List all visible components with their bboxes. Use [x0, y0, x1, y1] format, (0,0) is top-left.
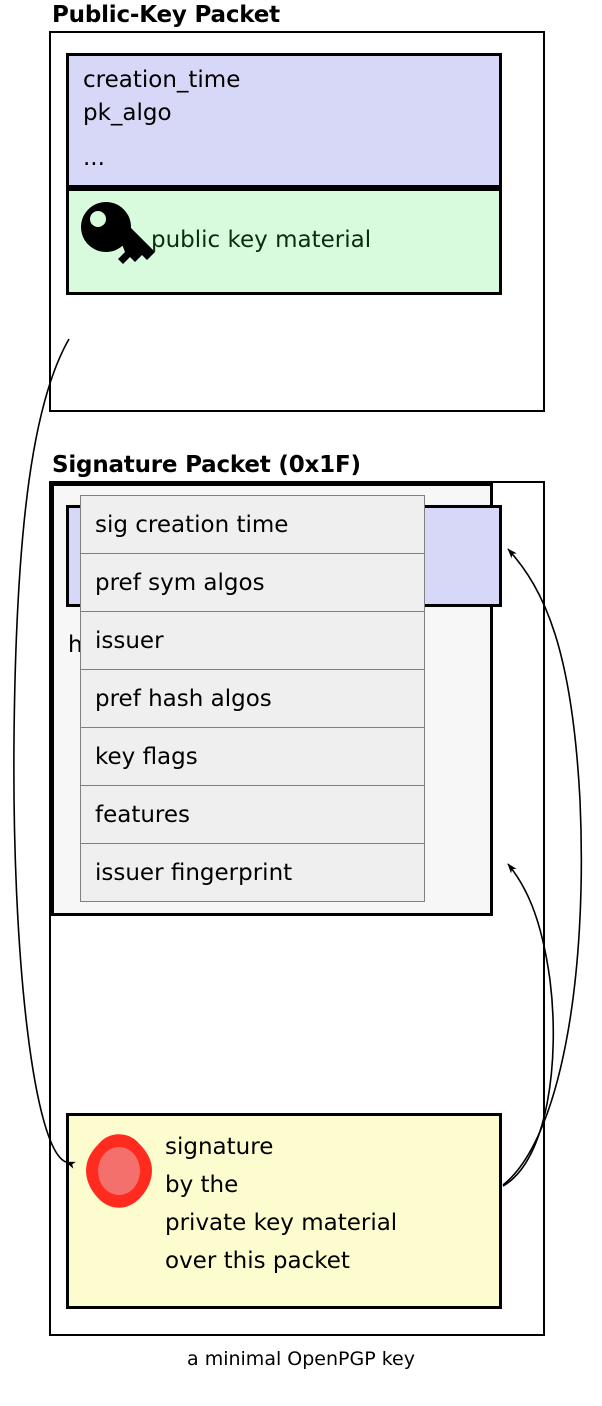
public-key-packet-frame: creation_time pk_algo ... public key mat… [49, 31, 545, 412]
public-key-meta-block: creation_time pk_algo ... [66, 53, 502, 188]
subpacket-row: issuer fingerprint [81, 844, 424, 902]
hashed-area-block: sig creation time pref sym algos issuer … [51, 483, 493, 916]
subpacket-row: pref hash algos [81, 670, 424, 728]
key-icon [81, 202, 155, 264]
subpacket-row: key flags [81, 728, 424, 786]
subpacket-row: features [81, 786, 424, 844]
diagram-caption: a minimal OpenPGP key [187, 1348, 415, 1370]
subpacket-list: sig creation time pref sym algos issuer … [80, 495, 425, 902]
seal-icon [86, 1134, 152, 1208]
public-key-material-block: public key material [66, 188, 502, 295]
subpacket-row: issuer [81, 612, 424, 670]
signature-block: signature by the private key material ov… [66, 1113, 502, 1309]
subpacket-row: pref sym algos [81, 554, 424, 612]
signature-description: signature by the private key material ov… [165, 1134, 398, 1274]
signature-packet-frame: pk_algo hash_algo hashed area sig creati… [49, 481, 545, 1336]
public-key-material-label: public key material [151, 227, 372, 253]
subpacket-row: sig creation time [81, 496, 424, 554]
signature-packet-title: Signature Packet (0x1F) [52, 452, 361, 478]
public-key-meta-ellipsis: ... [83, 145, 105, 171]
public-key-packet-title: Public-Key Packet [52, 2, 280, 28]
public-key-meta-fields: creation_time pk_algo [83, 67, 241, 126]
